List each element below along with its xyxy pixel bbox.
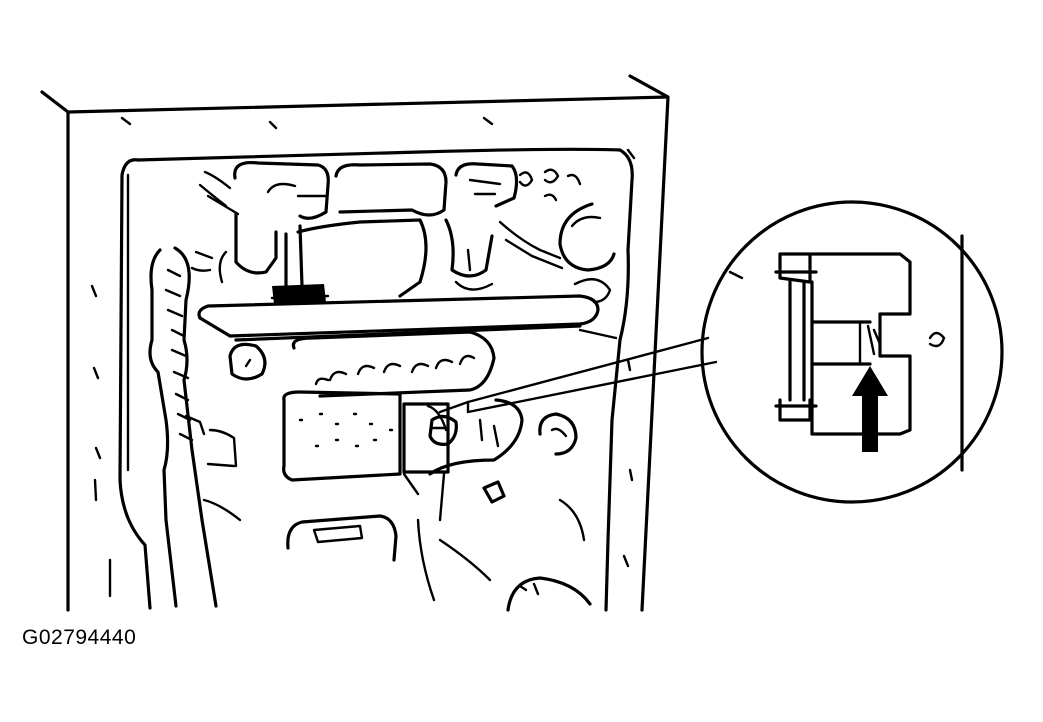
arrow-up-icon (852, 366, 888, 452)
valve-body-icon (90, 116, 636, 612)
figure-code: G02794440 (22, 626, 137, 649)
case-outline (40, 74, 670, 612)
leader-lines (438, 336, 718, 414)
magnified-detail-icon (700, 200, 1004, 504)
